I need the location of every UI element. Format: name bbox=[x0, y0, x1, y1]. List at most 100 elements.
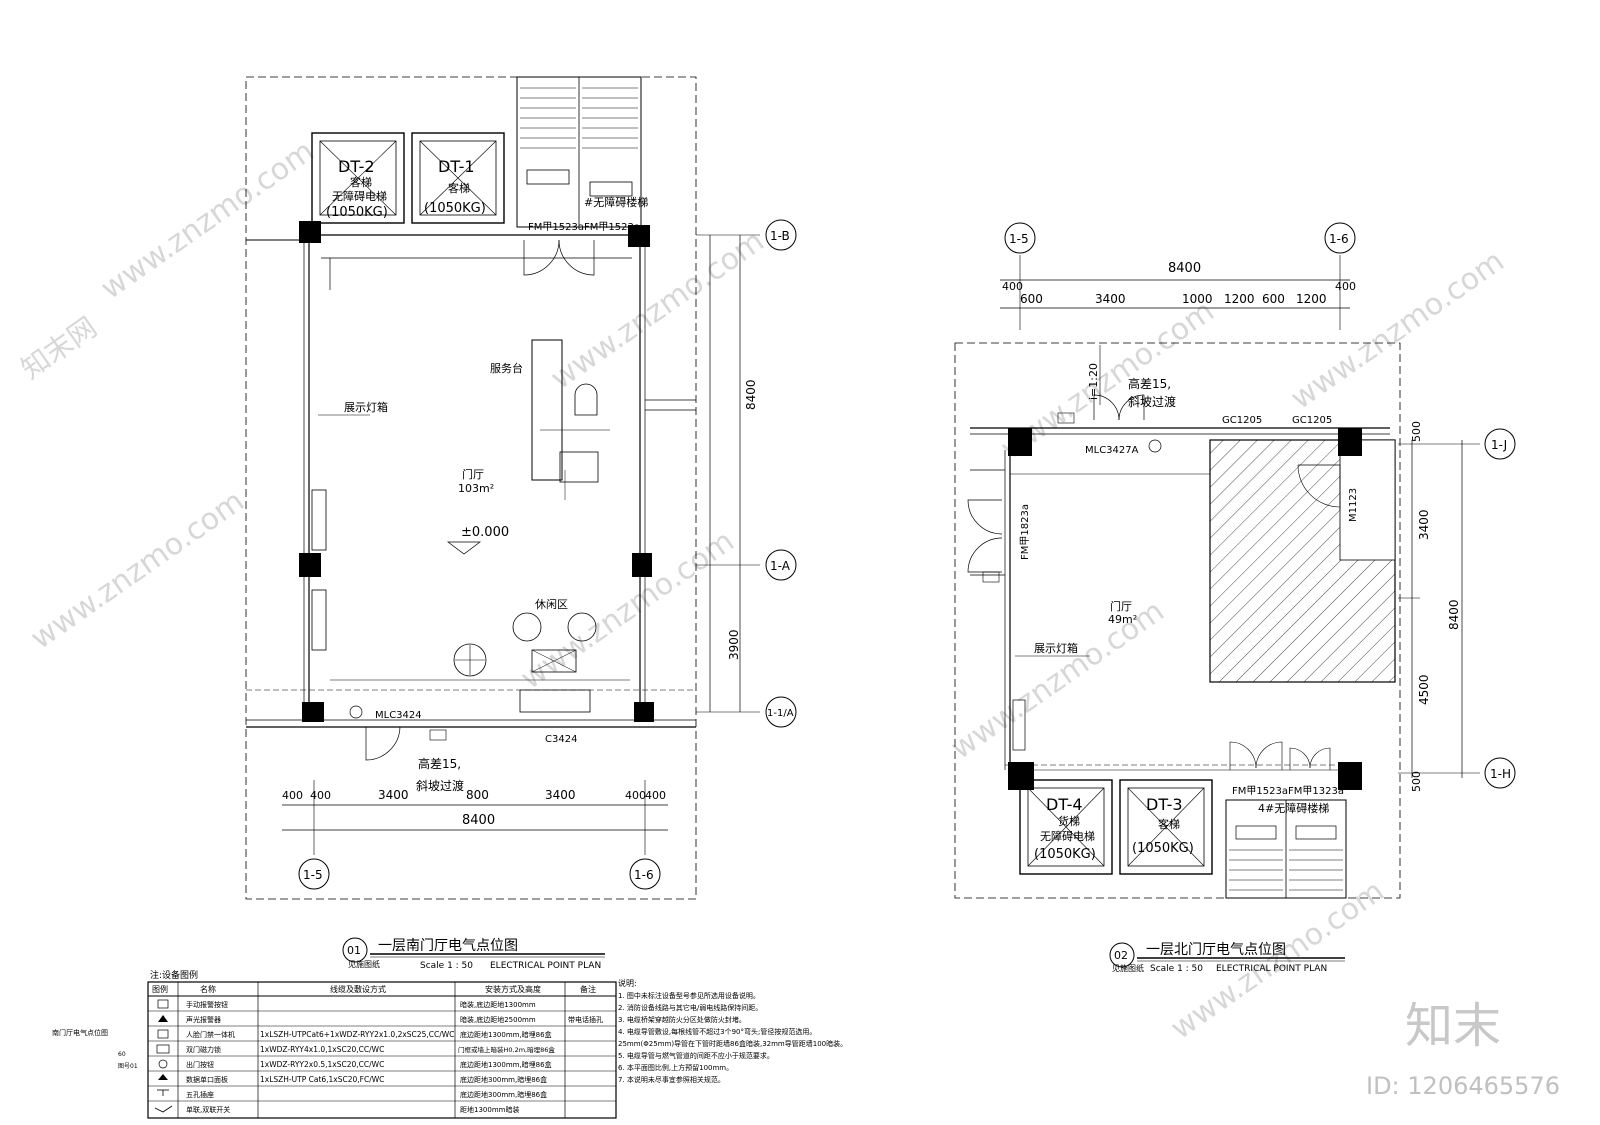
slope-north: i=1:20 bbox=[1087, 363, 1100, 400]
elevator-dt4-type: 货梯 bbox=[1058, 814, 1080, 828]
axis-1h: 1-H bbox=[1490, 767, 1511, 781]
watermark-site-4: www.znzmo.com bbox=[25, 484, 251, 657]
column bbox=[1338, 762, 1362, 790]
legend-row-6-name: 数据单口面板 bbox=[186, 1075, 228, 1084]
legend-row-8-name: 单联,双联开关 bbox=[186, 1105, 230, 1114]
room-area-south: 103m² bbox=[458, 482, 494, 495]
elevator-dt4-desc: 无障碍电梯 bbox=[1040, 829, 1095, 843]
legend-row-4-name: 双门磁力锁 bbox=[186, 1045, 221, 1054]
plan-south-stamp: 见施图纸 bbox=[348, 959, 380, 969]
door-fm-bottom-1: FM甲1523a bbox=[1232, 786, 1288, 797]
axis-1-6-south: 1-6 bbox=[634, 868, 654, 882]
elevator-dt1: DT-1 客梯 (1050KG) bbox=[411, 132, 505, 224]
room-name-north: 门厅 bbox=[1110, 599, 1132, 613]
dim-bottom-4: 800 bbox=[466, 788, 489, 802]
note-4b: 25mm(Φ25mm)导管在下管时距墙86盒暗装,32mm导管距墙100暗装。 bbox=[618, 1039, 847, 1048]
entrance-door-south: MLC3424 bbox=[375, 710, 422, 721]
legend-row-2-note: 带电话插孔 bbox=[568, 1015, 603, 1024]
lightbox-label-north: 展示灯箱 bbox=[1034, 641, 1078, 655]
legend-row-7-name: 五孔插座 bbox=[186, 1090, 214, 1099]
column bbox=[302, 702, 324, 722]
notes-title: 说明: bbox=[618, 978, 637, 988]
elevator-dt3: DT-3 客梯 (1050KG) bbox=[1119, 779, 1213, 875]
elevator-dt2: DT-2 客梯 无障碍电梯 (1050KG) bbox=[311, 132, 405, 224]
legend-header-name: 名称 bbox=[200, 984, 216, 994]
elevator-dt1-type: 客梯 bbox=[448, 181, 470, 195]
door-fm-left: FM甲1823a bbox=[1020, 504, 1031, 560]
dim-bottom-2: 400 bbox=[310, 789, 331, 802]
elevator-dt1-id: DT-1 bbox=[438, 157, 475, 176]
note-3: 3. 电缆桥架穿越防火分区处做防火封堵。 bbox=[618, 1015, 746, 1024]
service-desk bbox=[531, 339, 563, 481]
dim-bottom-6: 400 bbox=[625, 789, 646, 802]
legend-header-note: 备注 bbox=[580, 984, 596, 994]
side-caption-title: 南门厅电气点位图 bbox=[52, 1028, 108, 1037]
dim-right-8400: 8400 bbox=[744, 379, 758, 410]
door-fm-2: FM甲1523a bbox=[584, 222, 640, 233]
elevator-dt4: DT-4 货梯 无障碍电梯 (1050KG) bbox=[1019, 779, 1113, 875]
note-4: 4. 电缆导管敷设,每根线管不超过3个90°弯头;管径按规范选用。 bbox=[618, 1027, 816, 1036]
dim-right-north-500a: 500 bbox=[1410, 421, 1423, 442]
legend-row-3-install: 底边距地1300mm,暗埋86盒 bbox=[460, 1030, 552, 1039]
legend-row-1-name: 手动报警按钮 bbox=[186, 1000, 228, 1009]
plan-north-subtitle: ELECTRICAL POINT PLAN bbox=[1216, 964, 1327, 974]
column bbox=[634, 702, 654, 722]
stair-south: #无障碍楼梯 bbox=[516, 76, 648, 228]
door-m1123: M1123 bbox=[1348, 488, 1359, 522]
elevator-dt3-type: 客梯 bbox=[1158, 817, 1180, 831]
legend-row-2-install: 暗装,底边距地2500mm bbox=[460, 1015, 536, 1024]
note-7: 7. 本说明未尽事宜参照相关规范。 bbox=[618, 1075, 725, 1084]
legend-row-5-cable: 1xWDZ-RYY2x0.5,1xSC20,CC/WC bbox=[260, 1060, 384, 1069]
legend-row-4-install: 门框或墙上暗装H0.2m,暗埋86盒 bbox=[458, 1045, 555, 1054]
window-north-2: GC1205 bbox=[1292, 415, 1332, 426]
dim-bottom-1: 400 bbox=[282, 789, 303, 802]
entrance-door-north: MLC3427A bbox=[1085, 445, 1139, 456]
column bbox=[632, 553, 652, 577]
plan-north-boundary bbox=[954, 342, 1401, 899]
note-5: 5. 电缆导管与燃气管道的间距不应小于规范要求。 bbox=[618, 1051, 774, 1060]
brand-id: ID: 1206465576 bbox=[1366, 1072, 1560, 1100]
watermark-site-2: www.znzmo.com bbox=[545, 224, 771, 397]
column bbox=[299, 553, 321, 577]
dim-top-1: 400 bbox=[1002, 280, 1023, 293]
dim-top-4: 1000 bbox=[1182, 292, 1213, 306]
lounge-label: 休闲区 bbox=[535, 597, 568, 611]
stair-south-label: #无障碍楼梯 bbox=[584, 195, 648, 209]
elevator-dt3-load: (1050KG) bbox=[1132, 841, 1194, 856]
column bbox=[1008, 762, 1034, 790]
dim-right-north-3400: 3400 bbox=[1417, 509, 1431, 540]
legend-header-symbol: 图例 bbox=[152, 984, 168, 994]
plan-north: 1-5 1-6 8400 400 600 3400 1000 1200 600 … bbox=[954, 222, 1516, 974]
door-fm-bottom-2: FM甲1323a bbox=[1288, 786, 1344, 797]
dim-bottom-total: 8400 bbox=[462, 813, 495, 828]
elevator-dt4-id: DT-4 bbox=[1046, 795, 1083, 814]
dim-top-2: 600 bbox=[1020, 292, 1043, 306]
plan-south-title: 一层南门厅电气点位图 bbox=[378, 938, 518, 954]
plan-south: DT-2 客梯 无障碍电梯 (1050KG) DT-1 客梯 (1050KG) bbox=[245, 76, 797, 971]
service-desk-label: 服务台 bbox=[490, 361, 523, 375]
height-note-south: 高差15, bbox=[418, 756, 461, 771]
dim-top-5: 1200 bbox=[1224, 292, 1255, 306]
axis-1-5-north: 1-5 bbox=[1009, 232, 1029, 246]
legend-row-7-install: 底边距地300mm,暗埋86盒 bbox=[460, 1090, 547, 1099]
dim-top-total: 8400 bbox=[1168, 261, 1201, 276]
note-6: 6. 本平面图比例,上方预留100mm。 bbox=[618, 1063, 733, 1072]
plan-south-number: 01 bbox=[347, 944, 361, 957]
room-name-south: 门厅 bbox=[462, 467, 484, 481]
watermark-site-1: www.znzmo.com bbox=[95, 134, 321, 307]
elevator-dt4-load: (1050KG) bbox=[1034, 847, 1096, 862]
lightbox-label: 展示灯箱 bbox=[344, 400, 388, 414]
dim-top-6: 600 bbox=[1262, 292, 1285, 306]
slope-note-south: 斜坡过渡 bbox=[416, 778, 464, 793]
dim-right-north-8400: 8400 bbox=[1447, 599, 1461, 630]
legend-table: 注:设备图例 图例 名称 线缆及敷设方式 安装方式及高度 备注 手动报警按钮 暗… bbox=[147, 969, 617, 1119]
dim-bottom-3: 3400 bbox=[378, 788, 409, 802]
dim-top-8: 400 bbox=[1335, 280, 1356, 293]
plan-north-title: 一层北门厅电气点位图 bbox=[1146, 942, 1286, 958]
window-south: C3424 bbox=[545, 734, 577, 745]
legend-title: 注:设备图例 bbox=[150, 969, 198, 981]
legend-row-6-install: 底边距地300mm,暗埋86盒 bbox=[460, 1075, 547, 1084]
side-caption-ref: 图号01 bbox=[118, 1063, 138, 1070]
dim-right-north-4500: 4500 bbox=[1417, 674, 1431, 705]
